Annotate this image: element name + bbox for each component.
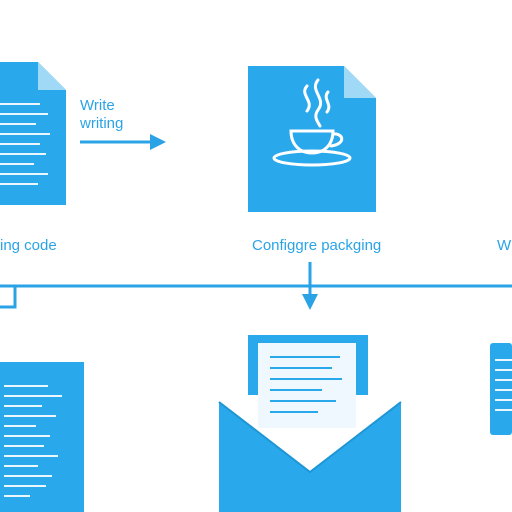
envelope-icon [218,335,402,512]
arrow-right-icon [80,134,166,150]
write-step-title: Write [80,97,115,114]
coding-step-label: ing code [0,237,57,254]
left-bottom-document-icon [0,362,84,512]
configure-packaging-label: Configgre packging [252,237,382,254]
arrow-down-icon [302,262,318,310]
java-document-icon [248,66,376,212]
left-connector [0,286,17,309]
right-document-icon [490,343,512,435]
right-step-label: W [497,237,512,254]
left-document-icon [0,62,66,205]
write-step-subtitle: writing [80,115,124,132]
java-coffee-icon [272,78,352,167]
